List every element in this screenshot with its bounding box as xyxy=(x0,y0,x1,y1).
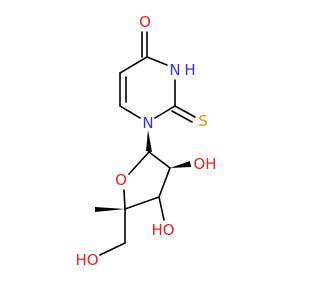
bond-c4-oring xyxy=(123,189,126,210)
atom-h-n3: H xyxy=(184,61,195,79)
bond-c2-c3prime xyxy=(158,167,171,198)
bond-c2-s xyxy=(174,105,196,118)
wedge-c2prime-oh xyxy=(170,161,191,168)
bond-c1-c2prime xyxy=(148,151,171,169)
bond-oring-c1prime xyxy=(128,151,150,175)
structure-svg: O N H N S O OH HO HO xyxy=(75,13,216,269)
bond-n1-c2 xyxy=(154,105,176,119)
atom-oh-2prime: OH xyxy=(193,155,216,173)
wedge-c4prime-methyl xyxy=(95,207,125,212)
atom-n1: N xyxy=(142,114,153,132)
bond-c4-c5 xyxy=(119,56,148,74)
atom-s: S xyxy=(198,112,208,130)
bond-c6-n1 xyxy=(119,105,141,119)
atom-n3: N xyxy=(169,61,180,79)
atom-o-carbonyl: O xyxy=(139,13,151,31)
bond-c3prime-oh xyxy=(158,196,165,221)
molecule-drawing: O N H N S O OH HO HO xyxy=(75,13,216,269)
wedge-n1-c1prime xyxy=(146,130,152,152)
bond-c3-c4prime xyxy=(124,196,160,210)
atom-ho-5prime: HO xyxy=(75,251,98,269)
bond-c2-s-2 xyxy=(171,110,193,123)
bond-n3-c4 xyxy=(146,56,168,66)
bond-ch2-oh xyxy=(99,242,126,256)
atom-o-ring: O xyxy=(115,171,127,189)
atom-ho-3prime: HO xyxy=(151,221,174,239)
